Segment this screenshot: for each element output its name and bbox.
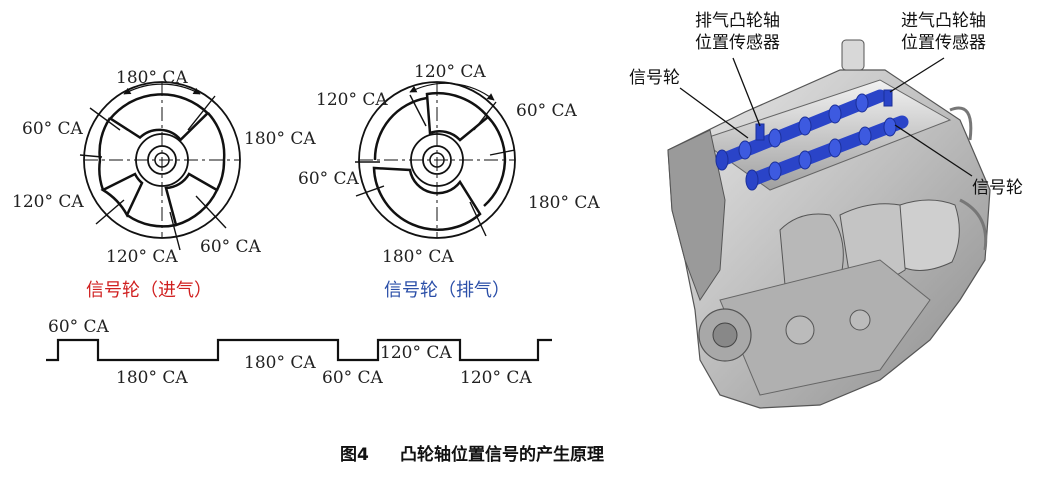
exhaust-wheel-title: 信号轮（排气） <box>384 280 510 301</box>
figure-title: 凸轮轴位置信号的产生原理 <box>400 444 604 465</box>
exhaust-label-upper-left: 120° CA <box>316 90 388 110</box>
exhaust-label-top: 120° CA <box>414 62 486 82</box>
signal-wheel-right-label: 信号轮 <box>972 178 1023 198</box>
exhaust-label-left: 60° CA <box>298 169 360 189</box>
intake-sensor-label-line1: 进气凸轮轴 <box>901 11 986 31</box>
camshafts <box>715 89 909 191</box>
signal-wheel-left-label: 信号轮 <box>629 68 680 88</box>
waveform-label-high-3: 120° CA <box>380 343 452 363</box>
waveform-label-low-3: 120° CA <box>460 368 532 388</box>
intake-label-top: 180° CA <box>116 68 188 88</box>
intake-label-right: 180° CA <box>244 129 316 149</box>
intake-sensor-label-line2: 位置传感器 <box>901 33 986 53</box>
exhaust-sensor-label-line1: 排气凸轮轴 <box>695 11 780 31</box>
waveform-label-low-2: 60° CA <box>322 368 384 388</box>
exhaust-sensor-label-line2: 位置传感器 <box>695 33 780 53</box>
exhaust-label-bottom: 180° CA <box>382 247 454 267</box>
waveform-label-high-2: 180° CA <box>244 353 316 373</box>
waveform-label-low-1: 180° CA <box>116 368 188 388</box>
intake-label-upper-left: 60° CA <box>22 119 84 139</box>
waveform-label-high-1: 60° CA <box>48 317 110 337</box>
exhaust-label-upper-right: 60° CA <box>516 101 578 121</box>
intake-label-left: 120° CA <box>12 192 84 212</box>
intake-signal-wheel <box>79 81 241 251</box>
intake-label-bottom: 120° CA <box>106 247 178 267</box>
figure-number: 图4 <box>340 445 369 465</box>
intake-label-bottom-right: 60° CA <box>200 237 262 257</box>
engine-illustration <box>667 39 991 409</box>
exhaust-signal-wheel <box>355 81 516 239</box>
exhaust-label-right: 180° CA <box>528 193 600 213</box>
cam-signal-waveform <box>46 338 552 362</box>
intake-wheel-title: 信号轮（进气） <box>86 280 212 301</box>
